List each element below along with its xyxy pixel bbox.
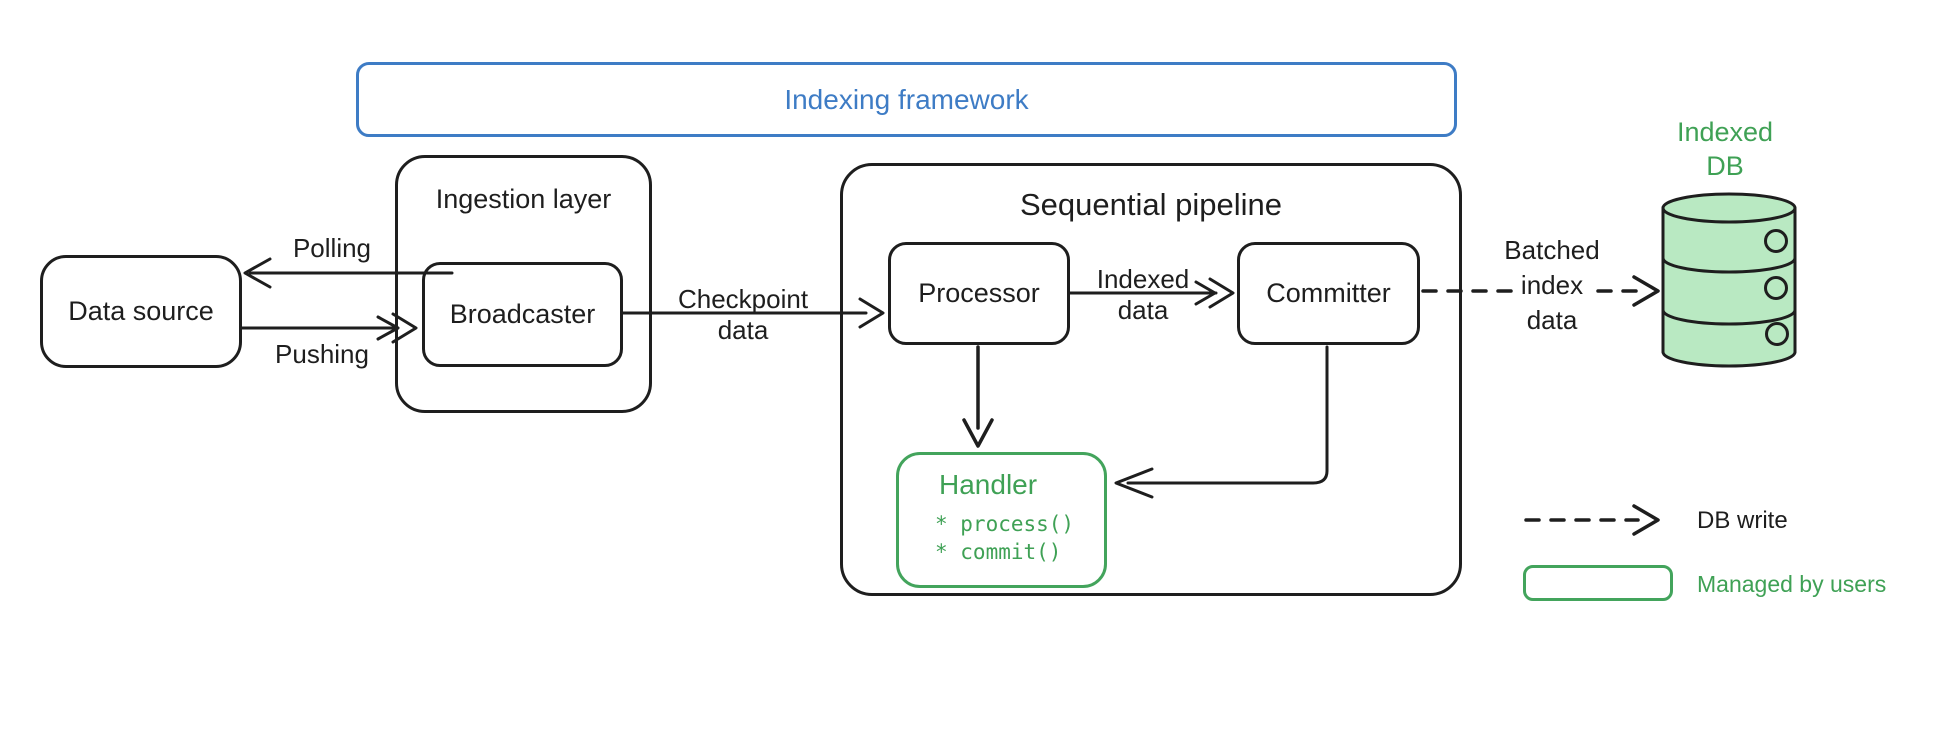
edge-label-pushing: Pushing (275, 339, 369, 369)
edge-label-indexed-data: Indexed data (1097, 264, 1190, 326)
broadcaster-label: Broadcaster (449, 299, 596, 329)
handler-methods: * process() * commit() (899, 510, 1104, 566)
indexed-db-line2: DB (1706, 151, 1744, 181)
indexed-db-line1: Indexed (1676, 117, 1774, 147)
sequential-pipeline-label: Sequential pipeline (1020, 187, 1282, 222)
indexed-line2: data (1117, 295, 1169, 325)
arrow-pushing (240, 312, 418, 344)
indexed-db-label: Indexed DB (1677, 115, 1773, 183)
processor-label: Processor (918, 278, 1040, 308)
edge-label-polling: Polling (292, 233, 372, 263)
batched-line3: data (1526, 305, 1578, 335)
handler-method-process: * process() (935, 512, 1075, 536)
indexing-framework-frame: Indexing framework (356, 62, 1457, 137)
node-broadcaster: Broadcaster (422, 262, 623, 367)
indexing-framework-label: Indexing framework (784, 83, 1029, 115)
legend-managed-swatch (1523, 565, 1673, 601)
database-icon (1661, 192, 1797, 368)
node-committer: Committer (1237, 242, 1420, 345)
ingestion-layer-label: Ingestion layer (435, 184, 612, 214)
batched-line2: index (1515, 270, 1589, 300)
handler-method-commit: * commit() (935, 540, 1062, 564)
checkpoint-line1: Checkpoint (677, 284, 809, 314)
node-data-source: Data source (40, 255, 242, 368)
handler-label: Handler (939, 469, 1038, 500)
node-sequential-pipeline: Sequential pipeline (840, 163, 1462, 596)
node-ingestion-layer: Ingestion layer (395, 155, 652, 413)
committer-label: Committer (1266, 278, 1391, 308)
edge-label-checkpoint-data: Checkpoint data (678, 284, 808, 346)
node-processor: Processor (888, 242, 1070, 345)
legend-db-write-arrow (1524, 504, 1660, 536)
batched-line2-row: index (1504, 268, 1599, 303)
legend-db-write-label: DB write (1697, 507, 1788, 534)
edge-label-batched-index-data: Batched index data (1504, 233, 1599, 338)
node-handler: Handler * process() * commit() (896, 452, 1107, 588)
legend-managed-label: Managed by users (1697, 571, 1887, 597)
batched-line1: Batched (1504, 235, 1600, 265)
data-source-label: Data source (68, 296, 214, 326)
checkpoint-line2: data (717, 315, 769, 345)
indexed-line1: Indexed (1096, 264, 1190, 294)
